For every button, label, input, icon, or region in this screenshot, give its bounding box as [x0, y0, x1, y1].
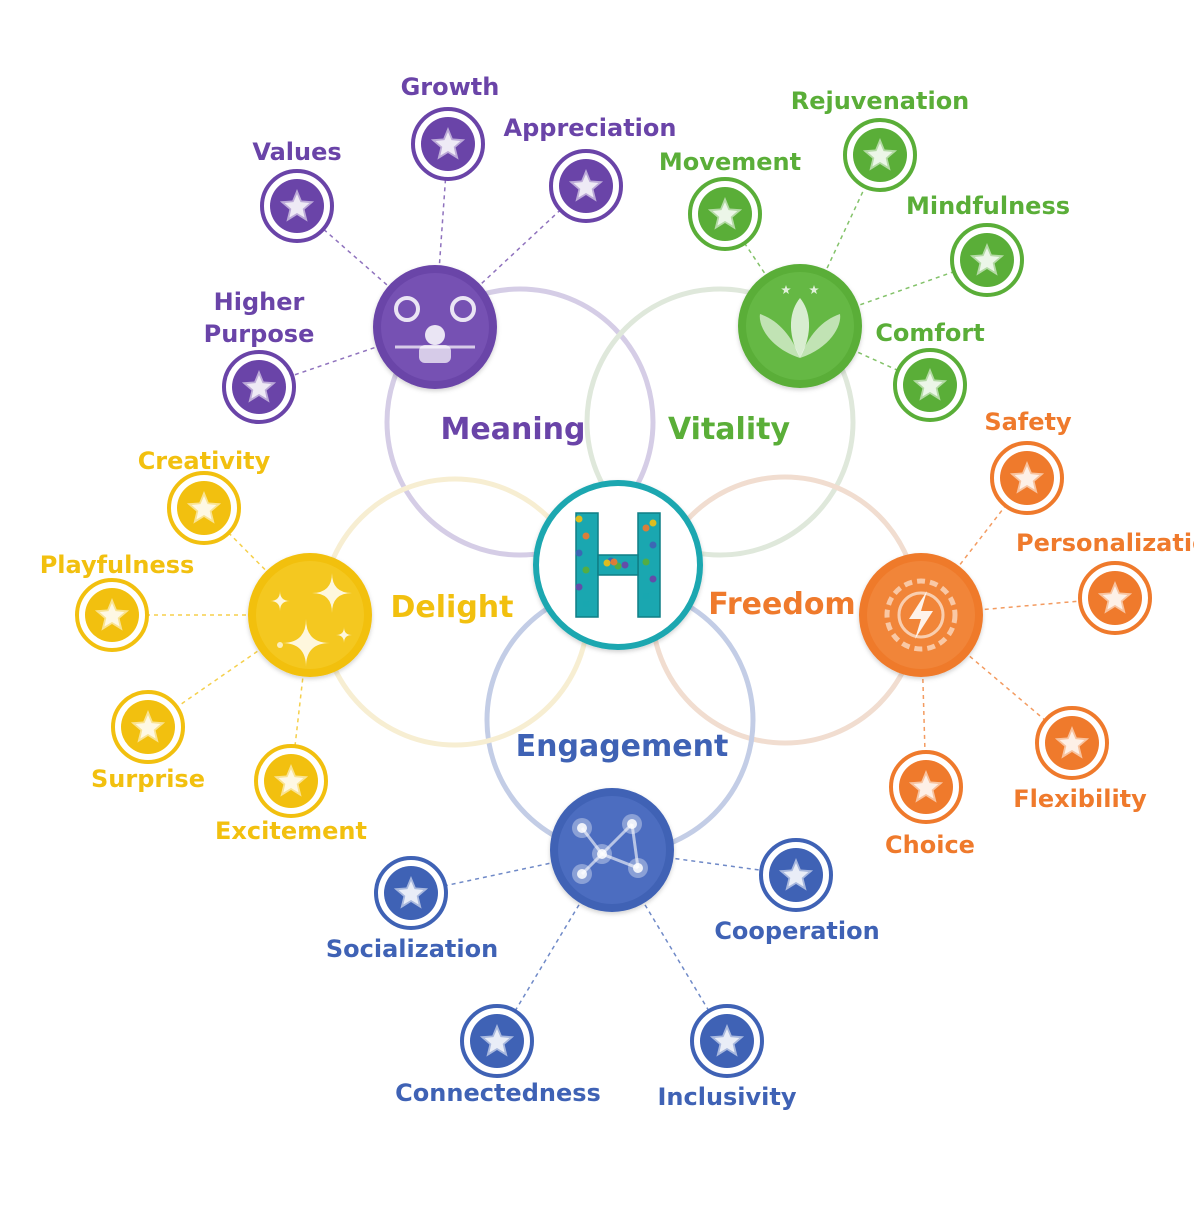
label-vitality-2: Mindfulness	[906, 192, 1070, 220]
core-meaning	[373, 265, 497, 389]
ring-vitality	[584, 286, 856, 558]
label-meaning-2: Appreciation	[504, 114, 677, 142]
people-gears-icon	[394, 296, 476, 363]
node-engagement-2: Connectedness	[395, 1004, 601, 1107]
node-meaning-1: Growth	[401, 73, 500, 181]
node-meaning-0: Values	[252, 138, 342, 243]
center-logo: H	[575, 512, 661, 618]
label-delight-2: Surprise	[91, 765, 205, 793]
node-engagement-1: Cooperation	[714, 838, 880, 945]
label-freedom-0: Safety	[984, 408, 1072, 436]
node-delight-1: Playfulness	[40, 551, 195, 652]
label-meaning-1: Growth	[401, 73, 500, 101]
node-freedom-3: Choice	[885, 750, 975, 859]
core-engagement	[550, 788, 674, 912]
label-engagement-1: Cooperation	[714, 917, 879, 945]
node-meaning-2: Appreciation	[504, 114, 677, 223]
core-delight	[248, 553, 372, 677]
label-engagement-3: Inclusivity	[657, 1083, 796, 1111]
label-engagement-0: Socialization	[326, 935, 498, 963]
label-engagement-2: Connectedness	[395, 1079, 601, 1107]
label-freedom-2: Flexibility	[1013, 785, 1147, 813]
group-label-meaning: Meaning	[441, 412, 586, 447]
label-vitality-0: Movement	[659, 148, 801, 176]
node-delight-2: Surprise	[91, 690, 205, 793]
connector-engagement-2	[496, 849, 613, 1042]
label-freedom-1: Personalizatio	[1016, 529, 1194, 557]
network-icon	[572, 814, 648, 884]
node-vitality-3: Comfort	[875, 319, 985, 422]
node-delight-0: Creativity	[138, 447, 271, 545]
node-freedom-0: Safety	[984, 408, 1072, 515]
node-freedom-1: Personalizatio	[1016, 529, 1194, 635]
label-delight-0: Creativity	[138, 447, 271, 475]
label-delight-1: Playfulness	[40, 551, 195, 579]
node-vitality-1: Rejuvenation	[791, 87, 970, 192]
label-delight-3: Excitement	[215, 817, 367, 845]
lotus-icon	[759, 285, 841, 358]
lightning-gear-icon	[884, 578, 958, 652]
group-label-vitality: Vitality	[668, 412, 790, 447]
label-meaning-3-line1: Higher	[214, 288, 305, 316]
group-label-engagement: Engagement	[516, 729, 729, 764]
center-hub: H	[533, 480, 703, 650]
core-vitality	[738, 264, 862, 388]
node-engagement-0: Socialization	[326, 856, 498, 963]
group-label-freedom: Freedom	[708, 587, 855, 622]
core-freedom	[859, 553, 983, 677]
ring-meaning	[384, 286, 656, 558]
label-freedom-3: Choice	[885, 831, 975, 859]
node-engagement-3: Inclusivity	[657, 1004, 797, 1111]
label-meaning-3-line2: Purpose	[204, 320, 315, 348]
node-vitality-2: Mindfulness	[906, 192, 1070, 297]
group-label-delight: Delight	[391, 590, 514, 625]
label-meaning-0: Values	[252, 138, 341, 166]
connector-engagement-3	[611, 849, 728, 1042]
node-freedom-2: Flexibility	[1013, 706, 1147, 813]
node-delight-3: Excitement	[215, 744, 367, 845]
nodes: Values GrowthAppreciationHigherPurposeMea…	[40, 73, 1194, 1111]
node-vitality-0: Movement	[659, 148, 801, 251]
label-vitality-1: Rejuvenation	[791, 87, 970, 115]
sparkles-icon	[270, 573, 352, 667]
label-vitality-3: Comfort	[875, 319, 984, 347]
